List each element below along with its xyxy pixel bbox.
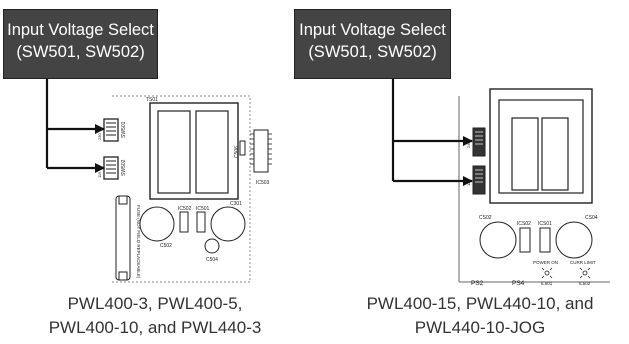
- label-ps2: PS2: [471, 280, 484, 287]
- capacitor-cs02: [479, 221, 517, 259]
- label-ic503: IC503: [256, 180, 270, 186]
- label-c506: C506: [234, 146, 240, 158]
- label-c502: C502: [160, 243, 172, 249]
- led-curr-limit: [579, 267, 591, 279]
- led-power-on: [541, 267, 553, 279]
- label-c501: C301: [230, 201, 242, 207]
- label-ics01: ICS01: [538, 221, 552, 227]
- switch-sw502-right: [472, 165, 486, 195]
- capacitor-c501: [210, 206, 246, 242]
- label-ts501: TS01: [146, 97, 158, 103]
- switch-sw501-right: [472, 127, 486, 157]
- label-power-on: POWER ON: [533, 260, 558, 265]
- right-pointer-lines: [391, 79, 473, 186]
- label-curr-limit: CURR LIMIT: [570, 260, 596, 265]
- label-sw501-pos: 230: [97, 133, 102, 140]
- transformer: [489, 88, 593, 204]
- label-ics02: ICS02: [517, 221, 531, 227]
- label-ic501: IC501: [196, 206, 210, 212]
- label-ic502: IC502: [178, 206, 192, 212]
- callout-left-line1: Input Voltage Select: [7, 21, 154, 39]
- ic501-chip: [196, 211, 206, 233]
- switch-sw502: [103, 156, 119, 180]
- callout-input-voltage-select-right: Input Voltage Select (SW501, SW502): [294, 9, 451, 79]
- capacitor-c506: [239, 140, 246, 156]
- label-sw502: SW502: [121, 159, 127, 176]
- callout-right-line1: Input Voltage Select: [299, 21, 446, 39]
- left-board-labels: TS01 IC503 IC502 IC501 C301 C502 C504 C5…: [97, 97, 270, 279]
- caption-right-models: PWL400-15, PWL440-10, and PWL440-10-JOG: [345, 292, 615, 340]
- caption-left-models: PWL400-3, PWL400-5, PWL400-10, and PWL44…: [20, 292, 290, 340]
- label-cs04: CS04: [585, 215, 598, 221]
- ic502-chip: [179, 211, 189, 233]
- switch-sw501: [103, 118, 119, 142]
- ics01-chip: [539, 227, 551, 253]
- capacitor-cs04: [555, 221, 593, 259]
- label-il502: IL502: [579, 281, 591, 286]
- ic503-chip: [253, 129, 269, 173]
- label-ps4: PS4: [512, 280, 525, 287]
- transformer-ts501: [149, 102, 239, 200]
- right-circuit-board: [458, 88, 610, 283]
- capacitor-c504: [204, 238, 220, 254]
- callout-right-line2: (SW501, SW502): [308, 43, 437, 61]
- label-sw502-pos: 115: [97, 171, 102, 178]
- callout-left-line2: (SW501, SW502): [16, 43, 145, 61]
- caption-right-line1: PWL400-15, PWL440-10, and: [366, 294, 594, 313]
- fuse: [115, 195, 131, 281]
- callout-input-voltage-select-left: Input Voltage Select (SW501, SW502): [3, 9, 158, 79]
- caption-left-line2: PWL400-10, and PWL440-3: [48, 318, 262, 337]
- capacitor-c502: [139, 206, 175, 242]
- right-board-labels: CS02 CS04 ICS02 ICS01 POWER ON CURR LIMI…: [466, 141, 598, 287]
- label-sw501: SW501: [121, 121, 127, 138]
- caption-right-line2: PWL440-10-JOG: [414, 318, 546, 337]
- label-il501: IL501: [541, 281, 553, 286]
- label-c504: C504: [206, 257, 218, 263]
- left-circuit-board: [103, 95, 272, 283]
- left-pointer-lines: [45, 79, 105, 173]
- label-fuse: FUSE (NOT FIELD REPLACEABLE): [136, 205, 141, 279]
- label-cs02: CS02: [479, 215, 492, 221]
- ics02-chip: [519, 227, 531, 253]
- caption-left-line1: PWL400-3, PWL400-5,: [67, 294, 243, 313]
